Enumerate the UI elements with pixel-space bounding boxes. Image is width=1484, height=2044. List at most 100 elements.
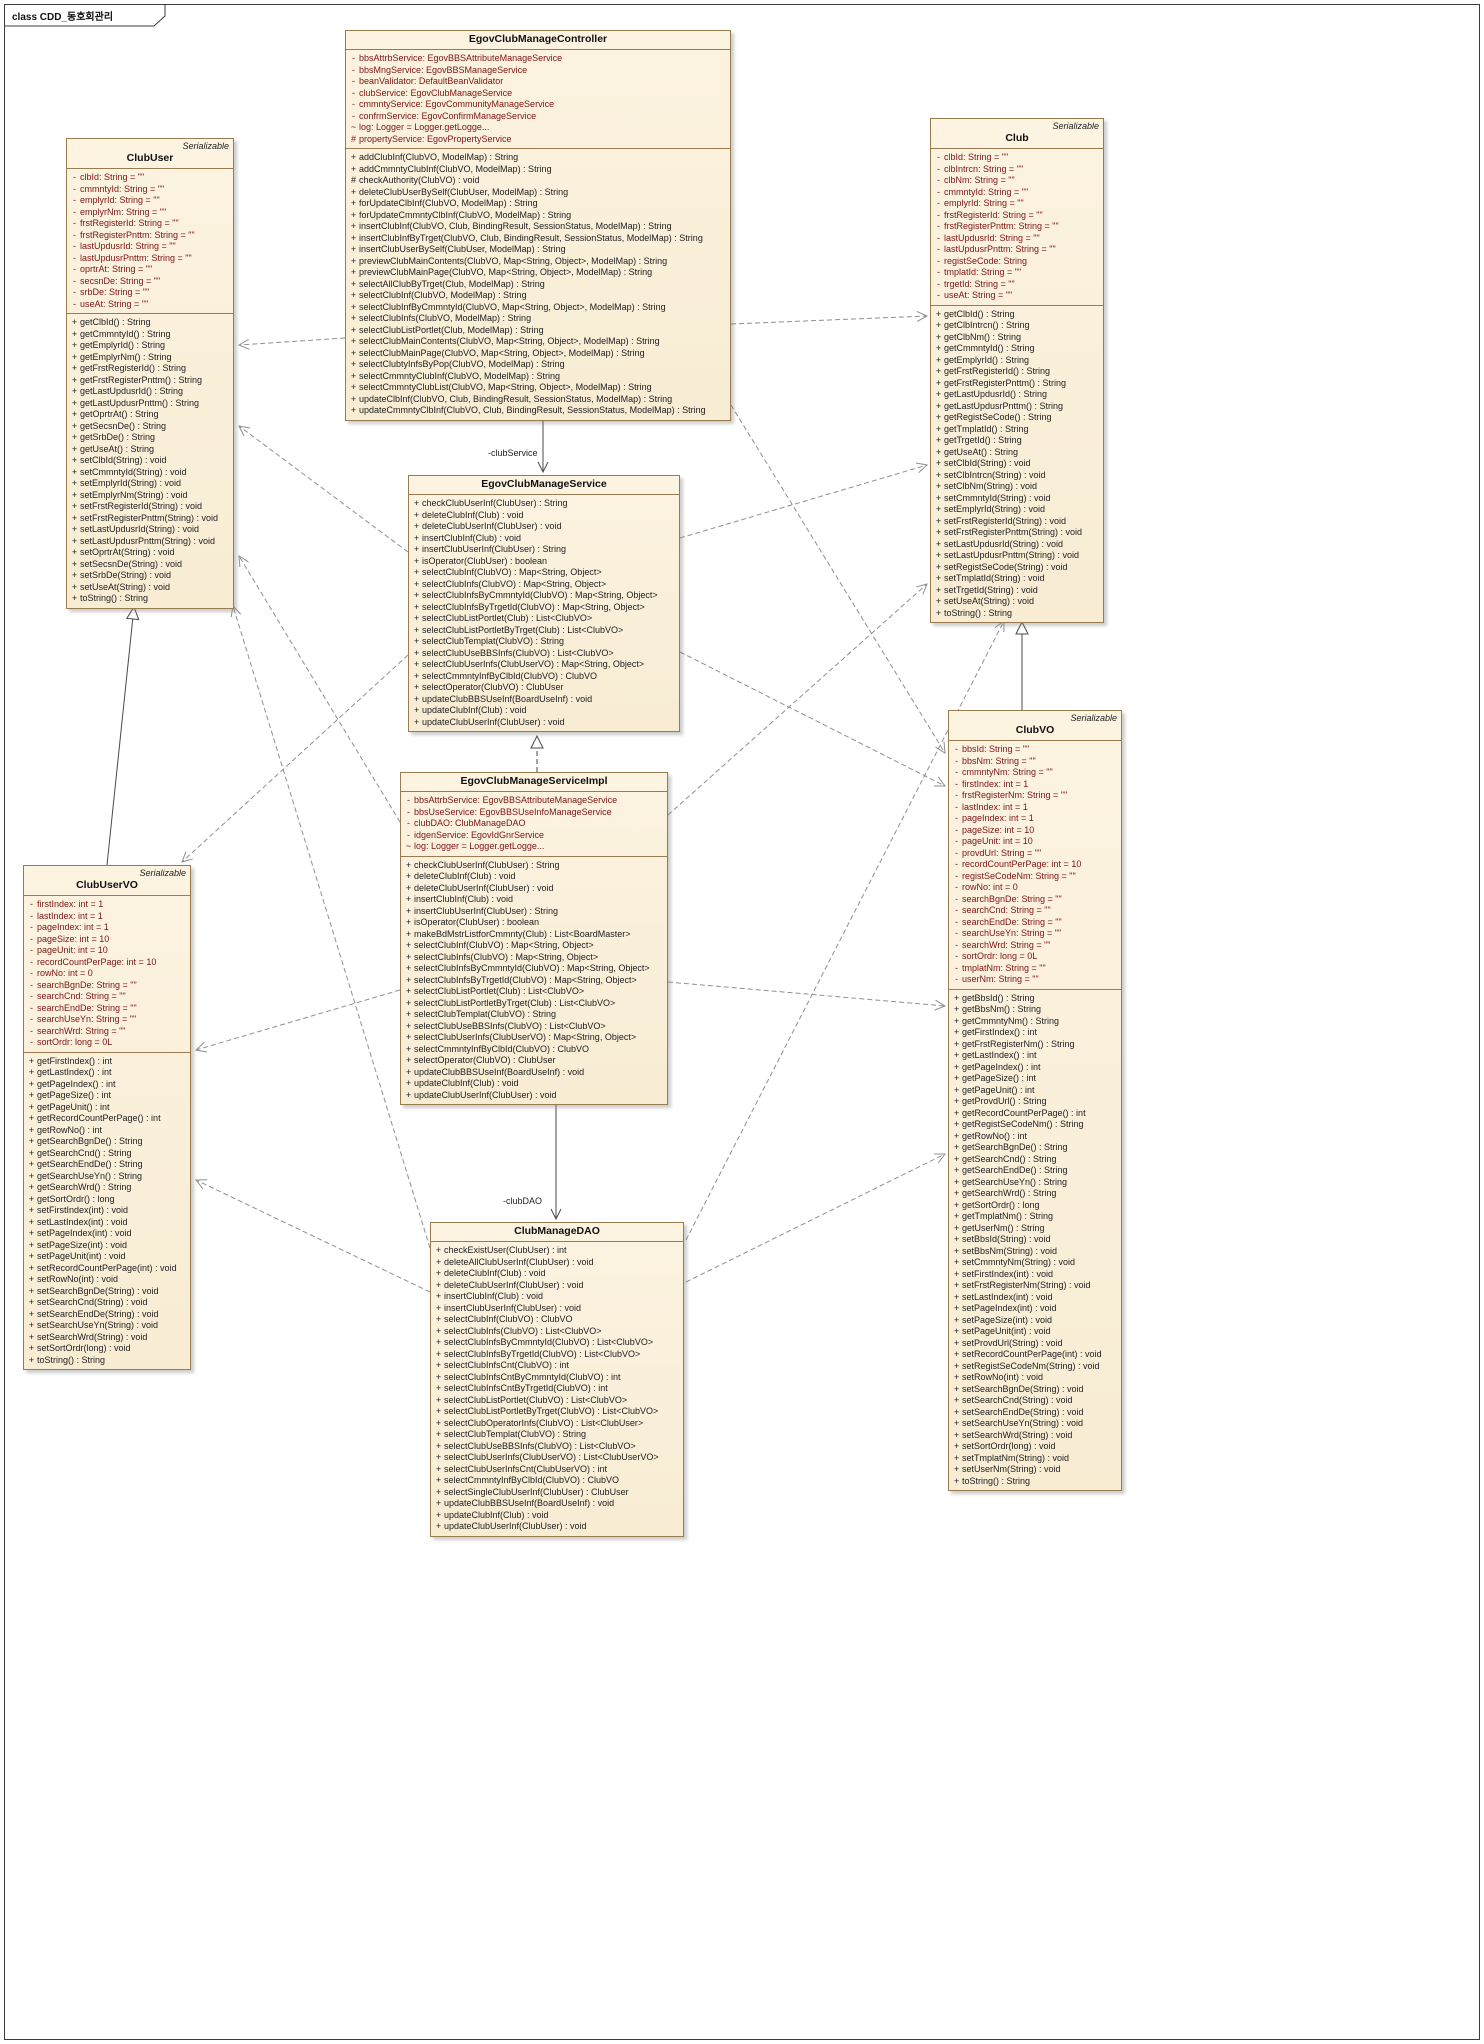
class-method: +getSortOrdr() : long	[28, 1193, 115, 1204]
class-attribute: -registSeCode: String	[937, 255, 1028, 266]
class-attribute: -firstIndex: int = 1	[955, 778, 1029, 789]
class-attribute: -rowNo: int = 0	[955, 882, 1018, 892]
class-attribute: -bbsMngService: EgovBBSManageService	[352, 64, 528, 75]
class-method: +getUserNm() : String	[953, 1222, 1045, 1233]
class-stereotype: Serializable	[1070, 713, 1117, 723]
class-attribute: -searchUseYn: String = ""	[30, 1014, 137, 1024]
class-method: +selectClubUseBBSInfs(ClubVO) : List<Clu…	[413, 647, 614, 658]
class-method: +setUseAt(String) : void	[71, 581, 171, 592]
class-method: +setPageUnit(int) : void	[28, 1251, 126, 1261]
class-method: +setPageSize(int) : void	[953, 1314, 1053, 1325]
class-attribute: -clbNm: String = ""	[937, 175, 1015, 185]
class-name: EgovClubManageController	[468, 33, 608, 45]
class-method: +getSearchBgnDe() : String	[28, 1136, 143, 1146]
class-attribute: #propertyService: EgovPropertyService	[350, 133, 512, 144]
class-method: +selectClubMainContents(ClubVO, Map<Stri…	[350, 336, 660, 346]
class-method: +setFirstIndex(int) : void	[28, 1205, 129, 1215]
class-method: +updateClubUserInf(ClubUser) : void	[405, 1089, 557, 1100]
class-method: +deleteClubInf(Club) : void	[413, 509, 524, 520]
class-method: +insertClubInf(Club) : void	[413, 532, 522, 543]
class-attribute: -lastUpdusrPnttm: String = ""	[73, 252, 192, 263]
class-method: +selectOperator(ClubVO) : ClubUser	[413, 682, 564, 692]
class-method: +setRegistSeCodeNm(String) : void	[953, 1360, 1100, 1371]
class-method: +setUserNm(String) : void	[953, 1464, 1061, 1474]
class-method: +selectClubListPortletByTrget(Club) : Li…	[413, 624, 624, 635]
class-attribute: -cmmntyId: String = ""	[937, 186, 1029, 197]
class-attribute: -searchBgnDe: String = ""	[955, 893, 1062, 904]
class-method: +checkExistUser(ClubUser) : int	[435, 1245, 567, 1255]
class-method: +getLastUpdusrPnttm() : String	[935, 400, 1064, 411]
class-method: +selectClubListPortlet(Club, ModelMap) :…	[350, 324, 544, 335]
class-header: EgovClubManageServiceImpl	[401, 773, 667, 792]
class-method: +getSortOrdr() : long	[953, 1199, 1040, 1210]
edge-label-club-service: -clubService	[488, 448, 538, 458]
class-method: +setFrstRegisterId(String) : void	[71, 501, 203, 511]
class-method: +selectClubUseBBSInfs(ClubVO) : List<Clu…	[405, 1020, 606, 1031]
class-method: +toString() : String	[28, 1354, 106, 1365]
methods-compartment: +getClbId() : String+getClbIntrcn() : St…	[931, 306, 1103, 623]
class-method: +setLastUpdusrPnttm(String) : void	[71, 535, 216, 546]
class-method: +selectClubInfsByTrgetId(ClubVO) : Map<S…	[405, 974, 637, 985]
class-method: +selectClubTemplat(ClubVO) : String	[435, 1429, 587, 1439]
class-attribute: -frstRegisterNm: String = ""	[955, 790, 1068, 800]
class-attribute: -recordCountPerPage: int = 10	[30, 956, 157, 967]
class-attribute: -emplyrId: String = ""	[73, 195, 160, 205]
class-method: +selectCmmntyInfByClbId(ClubVO) : ClubVO	[413, 670, 598, 681]
class-method: +selectClubInfsByTrgetId(ClubVO) : List<…	[435, 1348, 641, 1359]
class-attribute: -frstRegisterPnttm: String = ""	[73, 229, 195, 240]
class-method: +insertClubUserBySelf(ClubUser, ModelMap…	[350, 244, 566, 254]
class-name: EgovClubManageService	[481, 478, 607, 490]
class-method: +setSearchUseYn(String) : void	[953, 1418, 1084, 1428]
class-method: +getSearchEndDe() : String	[953, 1165, 1068, 1175]
class-attribute: -pageIndex: int = 1	[955, 813, 1034, 823]
class-attribute: -bbsAttrbService: EgovBBSAttributeManage…	[407, 795, 618, 805]
class-method: +setRecordCountPerPage(int) : void	[28, 1262, 177, 1273]
class-method: +updateClbInf(ClubVO, Club, BindingResul…	[350, 393, 673, 404]
class-method: +setFrstRegisterPnttm(String) : void	[71, 512, 219, 523]
class-method: +selectOperator(ClubVO) : ClubUser	[405, 1055, 556, 1065]
class-method: +addCmmntyClubInf(ClubVO, ModelMap) : St…	[350, 163, 552, 174]
class-method: +updateCmmntyClbInf(ClubVO, Club, Bindin…	[350, 405, 706, 415]
class-method: +setSearchCnd(String) : void	[953, 1395, 1073, 1405]
class-method: +selectClubListPortlet(ClubVO) : List<Cl…	[435, 1394, 628, 1405]
class-header: EgovClubManageService	[409, 476, 679, 495]
class-attribute: -idgenService: EgovIdGnrService	[407, 829, 545, 840]
class-method: +getClbId() : String	[71, 317, 151, 327]
class-method: +setEmplyrId(String) : void	[935, 504, 1046, 514]
class-method: +selectClubMainPage(ClubVO, Map<String, …	[350, 347, 645, 358]
class-method: +getLastIndex() : int	[28, 1067, 112, 1077]
class-method: +setSearchWrd(String) : void	[28, 1331, 148, 1342]
class-method: +setRegistSeCode(String) : void	[935, 561, 1068, 572]
class-method: +setUseAt(String) : void	[935, 596, 1035, 606]
class-egov-club-manage-controller: EgovClubManageController-bbsAttrbService…	[345, 30, 731, 421]
class-method: +setOprtrAt(String) : void	[71, 547, 175, 557]
class-method: +updateClubUserInf(ClubUser) : void	[413, 716, 565, 727]
class-method: +setSearchEndDe(String) : void	[953, 1406, 1084, 1417]
class-method: +getOprtrAt() : String	[71, 409, 159, 419]
frame-tab-shape	[4, 4, 166, 27]
class-method: +selectCmmntyInfByClbId(ClubVO) : ClubVO	[405, 1043, 590, 1054]
class-club-manage-dao: ClubManageDAO+checkExistUser(ClubUser) :…	[430, 1222, 684, 1537]
class-method: +setSecsnDe(String) : void	[71, 558, 183, 569]
class-method: +selectCmmntyClubList(ClubVO, Map<String…	[350, 382, 652, 392]
class-method: +selectClubTemplat(ClubVO) : String	[405, 1009, 557, 1019]
class-method: +selectAllClubByTrget(Club, ModelMap) : …	[350, 278, 545, 289]
class-attribute: -pageUnit: int = 10	[30, 945, 108, 955]
class-attribute: -clbId: String = ""	[937, 152, 1009, 162]
class-attribute: -userNm: String = ""	[955, 974, 1039, 984]
class-attribute: -cmmntyId: String = ""	[73, 183, 165, 194]
class-method: +selectClubUserInfs(ClubUserVO) : Map<St…	[405, 1032, 637, 1042]
class-method: +getCmmntyNm() : String	[953, 1015, 1060, 1026]
attributes-compartment: -bbsId: String = ""-bbsNm: String = ""-c…	[949, 741, 1121, 990]
class-attribute: -cmmntyNm: String = ""	[955, 767, 1053, 777]
class-method: +deleteClubUserBySelf(ClubUser, ModelMap…	[350, 186, 569, 197]
class-attribute: -clbIntrcn: String = ""	[937, 163, 1024, 174]
attributes-compartment: -clbId: String = ""-clbIntrcn: String = …	[931, 149, 1103, 306]
methods-compartment: +getFirstIndex() : int+getLastIndex() : …	[24, 1053, 190, 1370]
class-name: ClubUserVO	[76, 879, 138, 891]
class-attribute: -frstRegisterId: String = ""	[937, 209, 1043, 220]
class-method: +selectClubListPortlet(Club) : List<Club…	[413, 613, 593, 623]
class-method: +insertClubUserInf(ClubUser) : String	[413, 544, 567, 554]
class-method: +setSearchWrd(String) : void	[953, 1429, 1073, 1440]
